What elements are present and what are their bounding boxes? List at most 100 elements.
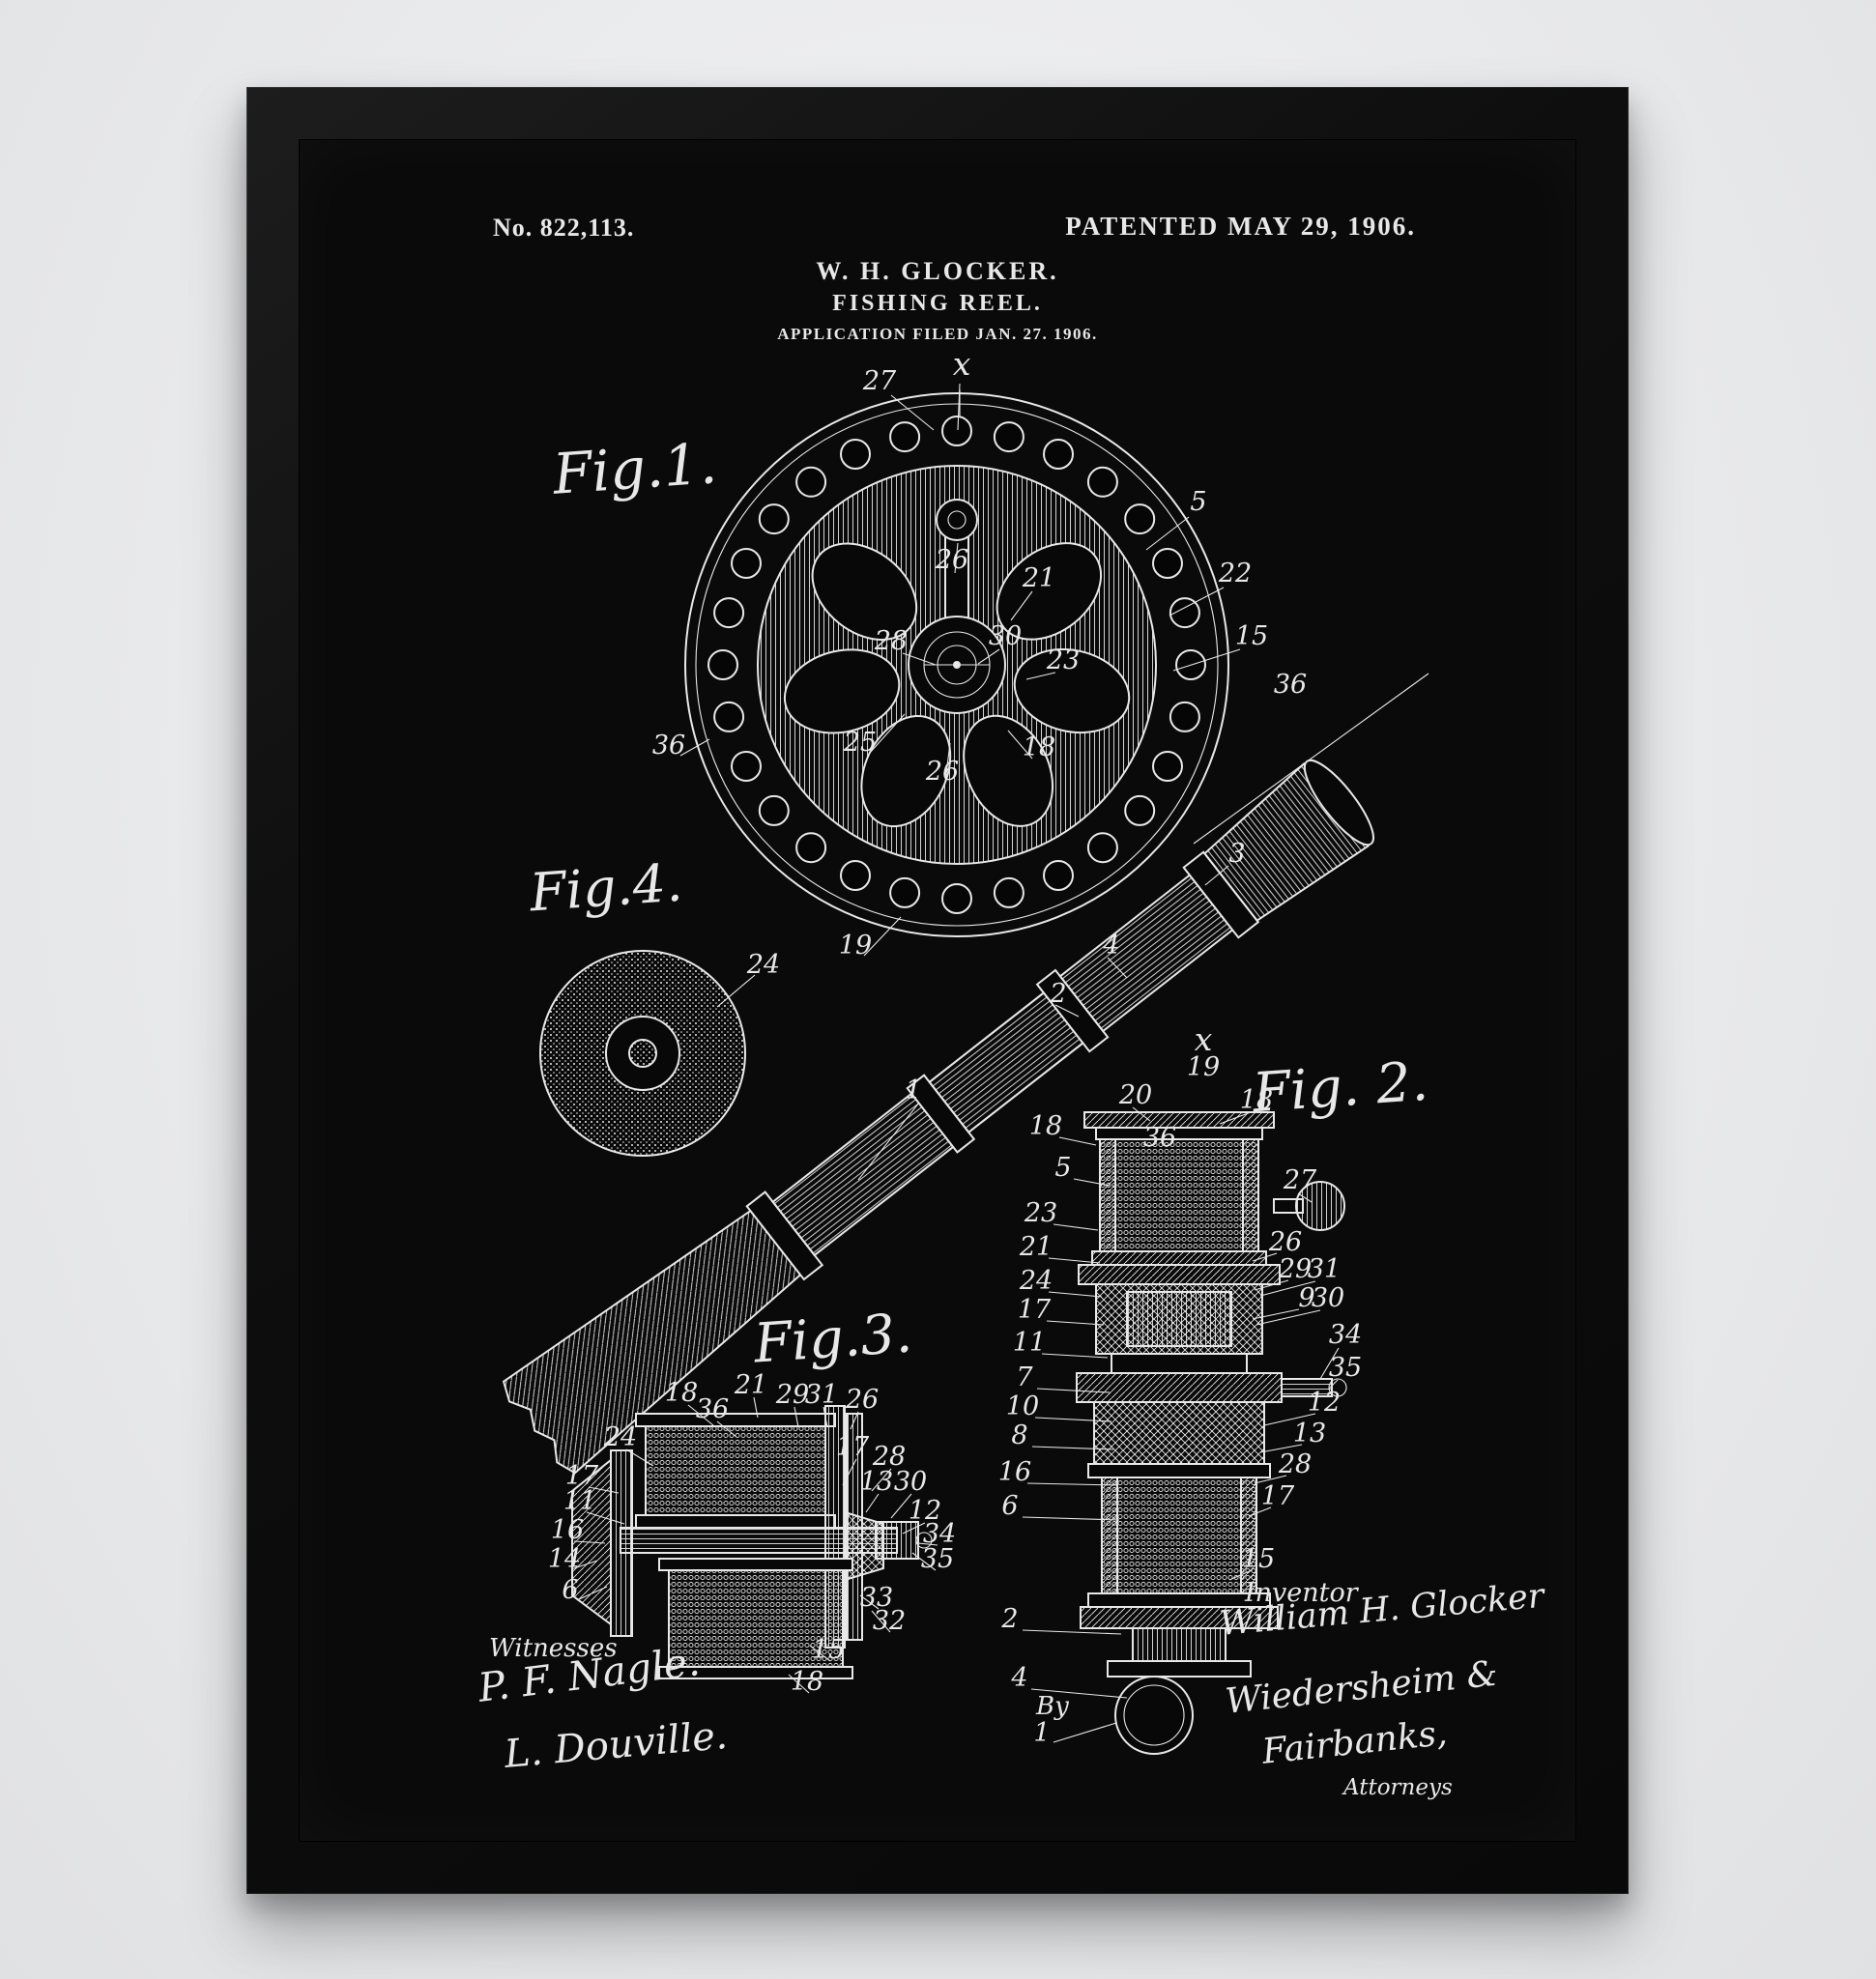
part-label-35: 35 [1329,1353,1362,1383]
part-label-26: 26 [1268,1227,1302,1257]
rim-hole [840,439,871,470]
spoke-opening [1013,647,1131,734]
rim-hole [1124,503,1156,535]
leader-line [1319,1347,1340,1380]
part-label-26: 26 [925,757,959,787]
part-label-31: 31 [805,1380,838,1410]
part-label-13: 13 [1293,1419,1326,1448]
fig2-section-drawing [1076,1111,1347,1755]
spoke-opening [783,648,901,734]
leader-line [1048,1291,1103,1298]
part-label-10: 10 [1006,1391,1039,1421]
leader-line [1204,865,1229,886]
leader-line [842,1458,857,1486]
part-label-4: 4 [1102,931,1119,961]
leader-line [1248,1506,1272,1517]
part-label-15: 15 [1235,621,1268,651]
leader-line [865,1493,880,1513]
fig1-reel-front-drawing [684,389,1429,937]
part-label-25: 25 [843,728,877,758]
leader-line [902,652,937,666]
attorneys-label: Attorneys [1343,1775,1453,1800]
leader-line [1010,590,1033,621]
leader-line [1030,1688,1128,1699]
leader-line [869,713,906,754]
witnesses-label: Witnesses [489,1634,618,1663]
leader-line [871,1468,892,1492]
leader-line [917,1542,938,1546]
part-label-33: 33 [860,1583,893,1613]
leader-line [794,1406,799,1428]
rim-hole [1169,701,1200,732]
part-label-3: 3 [1228,839,1245,869]
part-label-26: 26 [845,1385,879,1415]
leader-line [586,1511,625,1525]
leader-line [1328,1379,1339,1390]
part-label-26: 26 [935,545,968,575]
inventor-name-line: W. H. GLOCKER. [816,257,1059,285]
rim-hole [731,751,762,782]
patent-number: No. 822,113. [493,214,635,242]
leader-line [1007,730,1033,760]
leader-line [957,383,961,431]
part-label-21: 21 [1019,1232,1053,1262]
leader-line [716,1420,737,1438]
part-label-34: 34 [1329,1320,1362,1350]
leader-lines [570,383,1340,1743]
part-label-18: 18 [1023,732,1055,762]
part-label-13: 13 [860,1467,893,1497]
patent-date: PATENTED MAY 29, 1906. [1065,212,1416,241]
part-label-16: 16 [551,1515,584,1545]
leader-line [1219,1111,1252,1125]
rim-hole [1152,751,1183,782]
leader-line [1041,1353,1109,1359]
part-label-11: 11 [563,1486,596,1516]
leader-line [890,394,935,431]
leader-line [944,742,951,783]
part-label-5: 5 [1190,487,1206,517]
part-label-24: 24 [603,1422,637,1452]
rim-hole-ring [707,416,1206,914]
leader-line [1297,1192,1313,1203]
leader-line [871,1610,891,1633]
leader-line [1073,1178,1111,1187]
patent-title: FISHING REEL. [832,291,1043,316]
leader-line [911,1552,937,1571]
part-label-x: x [1195,1020,1213,1058]
rim-hole [758,503,790,535]
fig4-disc-drawing [539,950,746,1157]
part-label-30: 30 [989,621,1022,651]
part-label-9: 9 [1298,1283,1314,1313]
part-label-2: 2 [1000,1604,1018,1634]
part-label-14: 14 [548,1544,581,1574]
part-label-15: 15 [1242,1544,1275,1574]
part-label-2: 2 [1049,979,1066,1009]
part-label-32: 32 [873,1606,906,1636]
rod-handle-drawing [502,759,1374,1475]
leader-line [1036,1388,1111,1393]
rim-hole [889,421,921,453]
part-label-22: 22 [1218,559,1252,588]
part-label-27: 27 [1283,1165,1317,1195]
part-label-1: 1 [1033,1718,1050,1748]
part-label-17: 17 [1261,1481,1295,1511]
part-label-17: 17 [836,1432,870,1462]
part-label-36: 36 [652,731,685,760]
leader-line [679,738,710,757]
part-label-28: 28 [872,1442,906,1472]
leader-line [1169,587,1225,617]
leader-line [576,1586,608,1601]
part-label-20: 20 [1118,1080,1152,1110]
leader-line [1259,1280,1316,1297]
rim-hole [1169,597,1200,629]
part-label-6: 6 [562,1575,578,1605]
rim-hole [993,876,1025,908]
leader-line [1054,1004,1080,1018]
leader-line [1031,1446,1114,1450]
part-label-36: 36 [1143,1123,1176,1153]
leader-line [1025,672,1056,680]
part-label-27: 27 [862,366,897,396]
leader-line [687,1404,714,1426]
